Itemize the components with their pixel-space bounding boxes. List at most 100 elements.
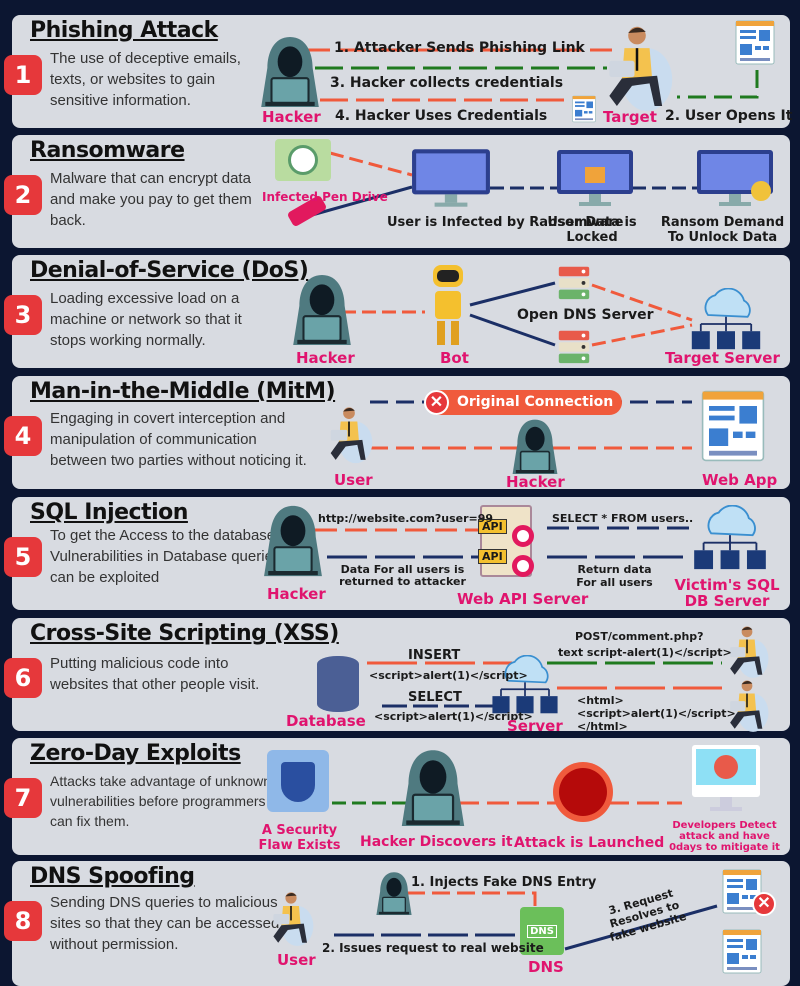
section-title: Zero-Day Exploits bbox=[30, 741, 241, 766]
web-app-icon bbox=[693, 390, 773, 462]
section-mitm: Man-in-the-Middle (MitM) 4 Engaging in c… bbox=[4, 376, 790, 491]
step-4-label: 4. Hacker Uses Credentials bbox=[335, 108, 548, 124]
server-label: Server bbox=[507, 717, 563, 735]
dns-server-icon bbox=[555, 263, 593, 301]
step-3-label: 3. Hacker collects credentials bbox=[330, 75, 564, 91]
original-connection-pill: ✕ Original Connection bbox=[424, 390, 622, 415]
section-title: Denial-of-Service (DoS) bbox=[30, 258, 309, 283]
section-number-badge: 7 bbox=[4, 778, 42, 818]
hacker-label: Hacker bbox=[262, 108, 321, 126]
section-number-badge: 4 bbox=[4, 416, 42, 456]
close-circle-icon: ✕ bbox=[752, 892, 776, 916]
section-dns-spoofing: DNS Spoofing 8 Sending DNS queries to ma… bbox=[4, 861, 790, 986]
discovers-label: Hacker Discovers it bbox=[360, 834, 513, 850]
web-api-server-label: Web API Server bbox=[457, 590, 589, 608]
hacker-icon bbox=[395, 748, 471, 826]
select-label: SELECT bbox=[408, 690, 462, 705]
user-label: User bbox=[277, 951, 316, 969]
flaw-label: A Security Flaw Exists bbox=[258, 823, 341, 853]
real-webpage-icon bbox=[722, 929, 762, 974]
hacker-icon bbox=[510, 418, 560, 474]
gear-icon bbox=[512, 525, 534, 547]
section-zero-day: Zero-Day Exploits 7 Attacks take advanta… bbox=[4, 738, 790, 855]
virus-icon bbox=[559, 768, 607, 816]
phishing-page-icon bbox=[572, 95, 596, 123]
database-label: Database bbox=[286, 712, 366, 730]
bot-label: Bot bbox=[440, 349, 469, 367]
section-ransomware: Ransomware 2 Malware that can encrypt da… bbox=[4, 135, 790, 248]
api-tag: API bbox=[478, 519, 507, 534]
dns-server-icon bbox=[555, 327, 593, 365]
hacker-icon bbox=[258, 35, 322, 107]
post-label: POST/comment.php? bbox=[575, 630, 704, 643]
locked-label: User Data is Locked bbox=[547, 215, 637, 245]
url-label: http://website.com?user=99 bbox=[318, 512, 494, 525]
server-cloud-icon bbox=[490, 655, 560, 715]
pen-drive-label: Infected Pen Drive bbox=[262, 190, 388, 204]
infected-label: User is Infected by Ransomware bbox=[387, 215, 624, 230]
flow-lines bbox=[315, 526, 690, 559]
user-icon bbox=[324, 404, 374, 464]
section-title: Man-in-the-Middle (MitM) bbox=[30, 379, 336, 404]
flow-lines bbox=[334, 891, 718, 951]
close-circle-icon: ✕ bbox=[424, 390, 449, 415]
hacker-icon bbox=[372, 871, 416, 915]
section-number-badge: 1 bbox=[4, 55, 42, 95]
section-number-badge: 8 bbox=[4, 901, 42, 941]
section-title: Ransomware bbox=[30, 138, 185, 163]
gear-icon bbox=[512, 555, 534, 577]
user-icon bbox=[724, 678, 770, 732]
web-app-label: Web App bbox=[702, 471, 778, 489]
section-number-badge: 6 bbox=[4, 658, 42, 698]
dns-tag: DNS bbox=[527, 924, 557, 938]
hacker-icon bbox=[262, 502, 324, 578]
flow-lines bbox=[311, 151, 697, 217]
post-code-label: text script-alert(1)</script> bbox=[558, 646, 732, 659]
ransom-label: Ransom Demand To Unlock Data bbox=[660, 215, 785, 245]
locked-monitor-icon bbox=[555, 147, 635, 209]
insert-label: INSERT bbox=[408, 648, 461, 663]
target-server-label: Target Server bbox=[665, 349, 780, 367]
target-label: Target bbox=[603, 108, 657, 126]
user-label: User bbox=[334, 471, 373, 489]
webpage-icon bbox=[735, 20, 775, 65]
ransom-monitor-icon bbox=[695, 147, 775, 209]
section-title: DNS Spoofing bbox=[30, 864, 195, 889]
html-script-label: <script>alert(1)</script> bbox=[577, 707, 736, 720]
dns-label: Open DNS Server bbox=[517, 307, 654, 323]
section-description: To get the Access to the database, Vulne… bbox=[50, 527, 281, 586]
section-description: Attacks take advantage of unknown vulner… bbox=[50, 773, 272, 829]
step-2-label: 2. User Opens It bbox=[665, 108, 793, 124]
sql-db-server-label: Victim's SQL DB Server bbox=[674, 576, 780, 610]
api-server-icon: API API bbox=[478, 505, 534, 577]
target-user-icon bbox=[597, 23, 677, 111]
section-number-badge: 5 bbox=[4, 537, 42, 577]
bot-icon bbox=[433, 265, 463, 345]
flow-lines bbox=[332, 801, 682, 805]
select-code-label: <script>alert(1)</script> bbox=[374, 710, 533, 723]
infected-monitor-icon bbox=[410, 147, 492, 209]
hacker-label: Hacker bbox=[267, 585, 326, 603]
target-server-icon bbox=[690, 288, 762, 351]
flow-lines bbox=[302, 48, 759, 102]
original-connection-label: Original Connection bbox=[457, 394, 614, 410]
section-title: Cross-Site Scripting (XSS) bbox=[30, 621, 339, 646]
return-data-label: Return data For all users bbox=[576, 563, 653, 589]
section-description: The use of deceptive emails, texts, or w… bbox=[50, 50, 241, 109]
dns-globe-icon: DNS bbox=[520, 907, 564, 955]
hacker-label: Hacker bbox=[296, 349, 355, 367]
section-description: Engaging in covert interception and mani… bbox=[50, 410, 307, 469]
developers-label: Developers Detect attack and have 0days … bbox=[669, 820, 780, 853]
section-description: Malware that can encrypt data and make y… bbox=[50, 170, 252, 229]
html-close-label: </html> bbox=[577, 720, 628, 733]
sql-db-server-icon bbox=[692, 505, 768, 571]
insert-code-label: <script>alert(1)</script> bbox=[369, 669, 528, 682]
step-1-label: 1. Attacker Sends Phishing Link bbox=[334, 40, 585, 56]
section-description: Loading excessive load on a machine or n… bbox=[50, 290, 242, 349]
section-phishing: Phishing Attack 1 The use of deceptive e… bbox=[4, 15, 793, 128]
launched-label: Attack is Launched bbox=[514, 835, 665, 851]
section-description: Putting malicious code into websites tha… bbox=[50, 655, 260, 693]
section-sql-injection: SQL Injection 5 To get the Access to the… bbox=[4, 497, 790, 610]
section-dos: Denial-of-Service (DoS) 3 Loading excess… bbox=[4, 255, 790, 368]
hacker-icon bbox=[290, 273, 354, 345]
